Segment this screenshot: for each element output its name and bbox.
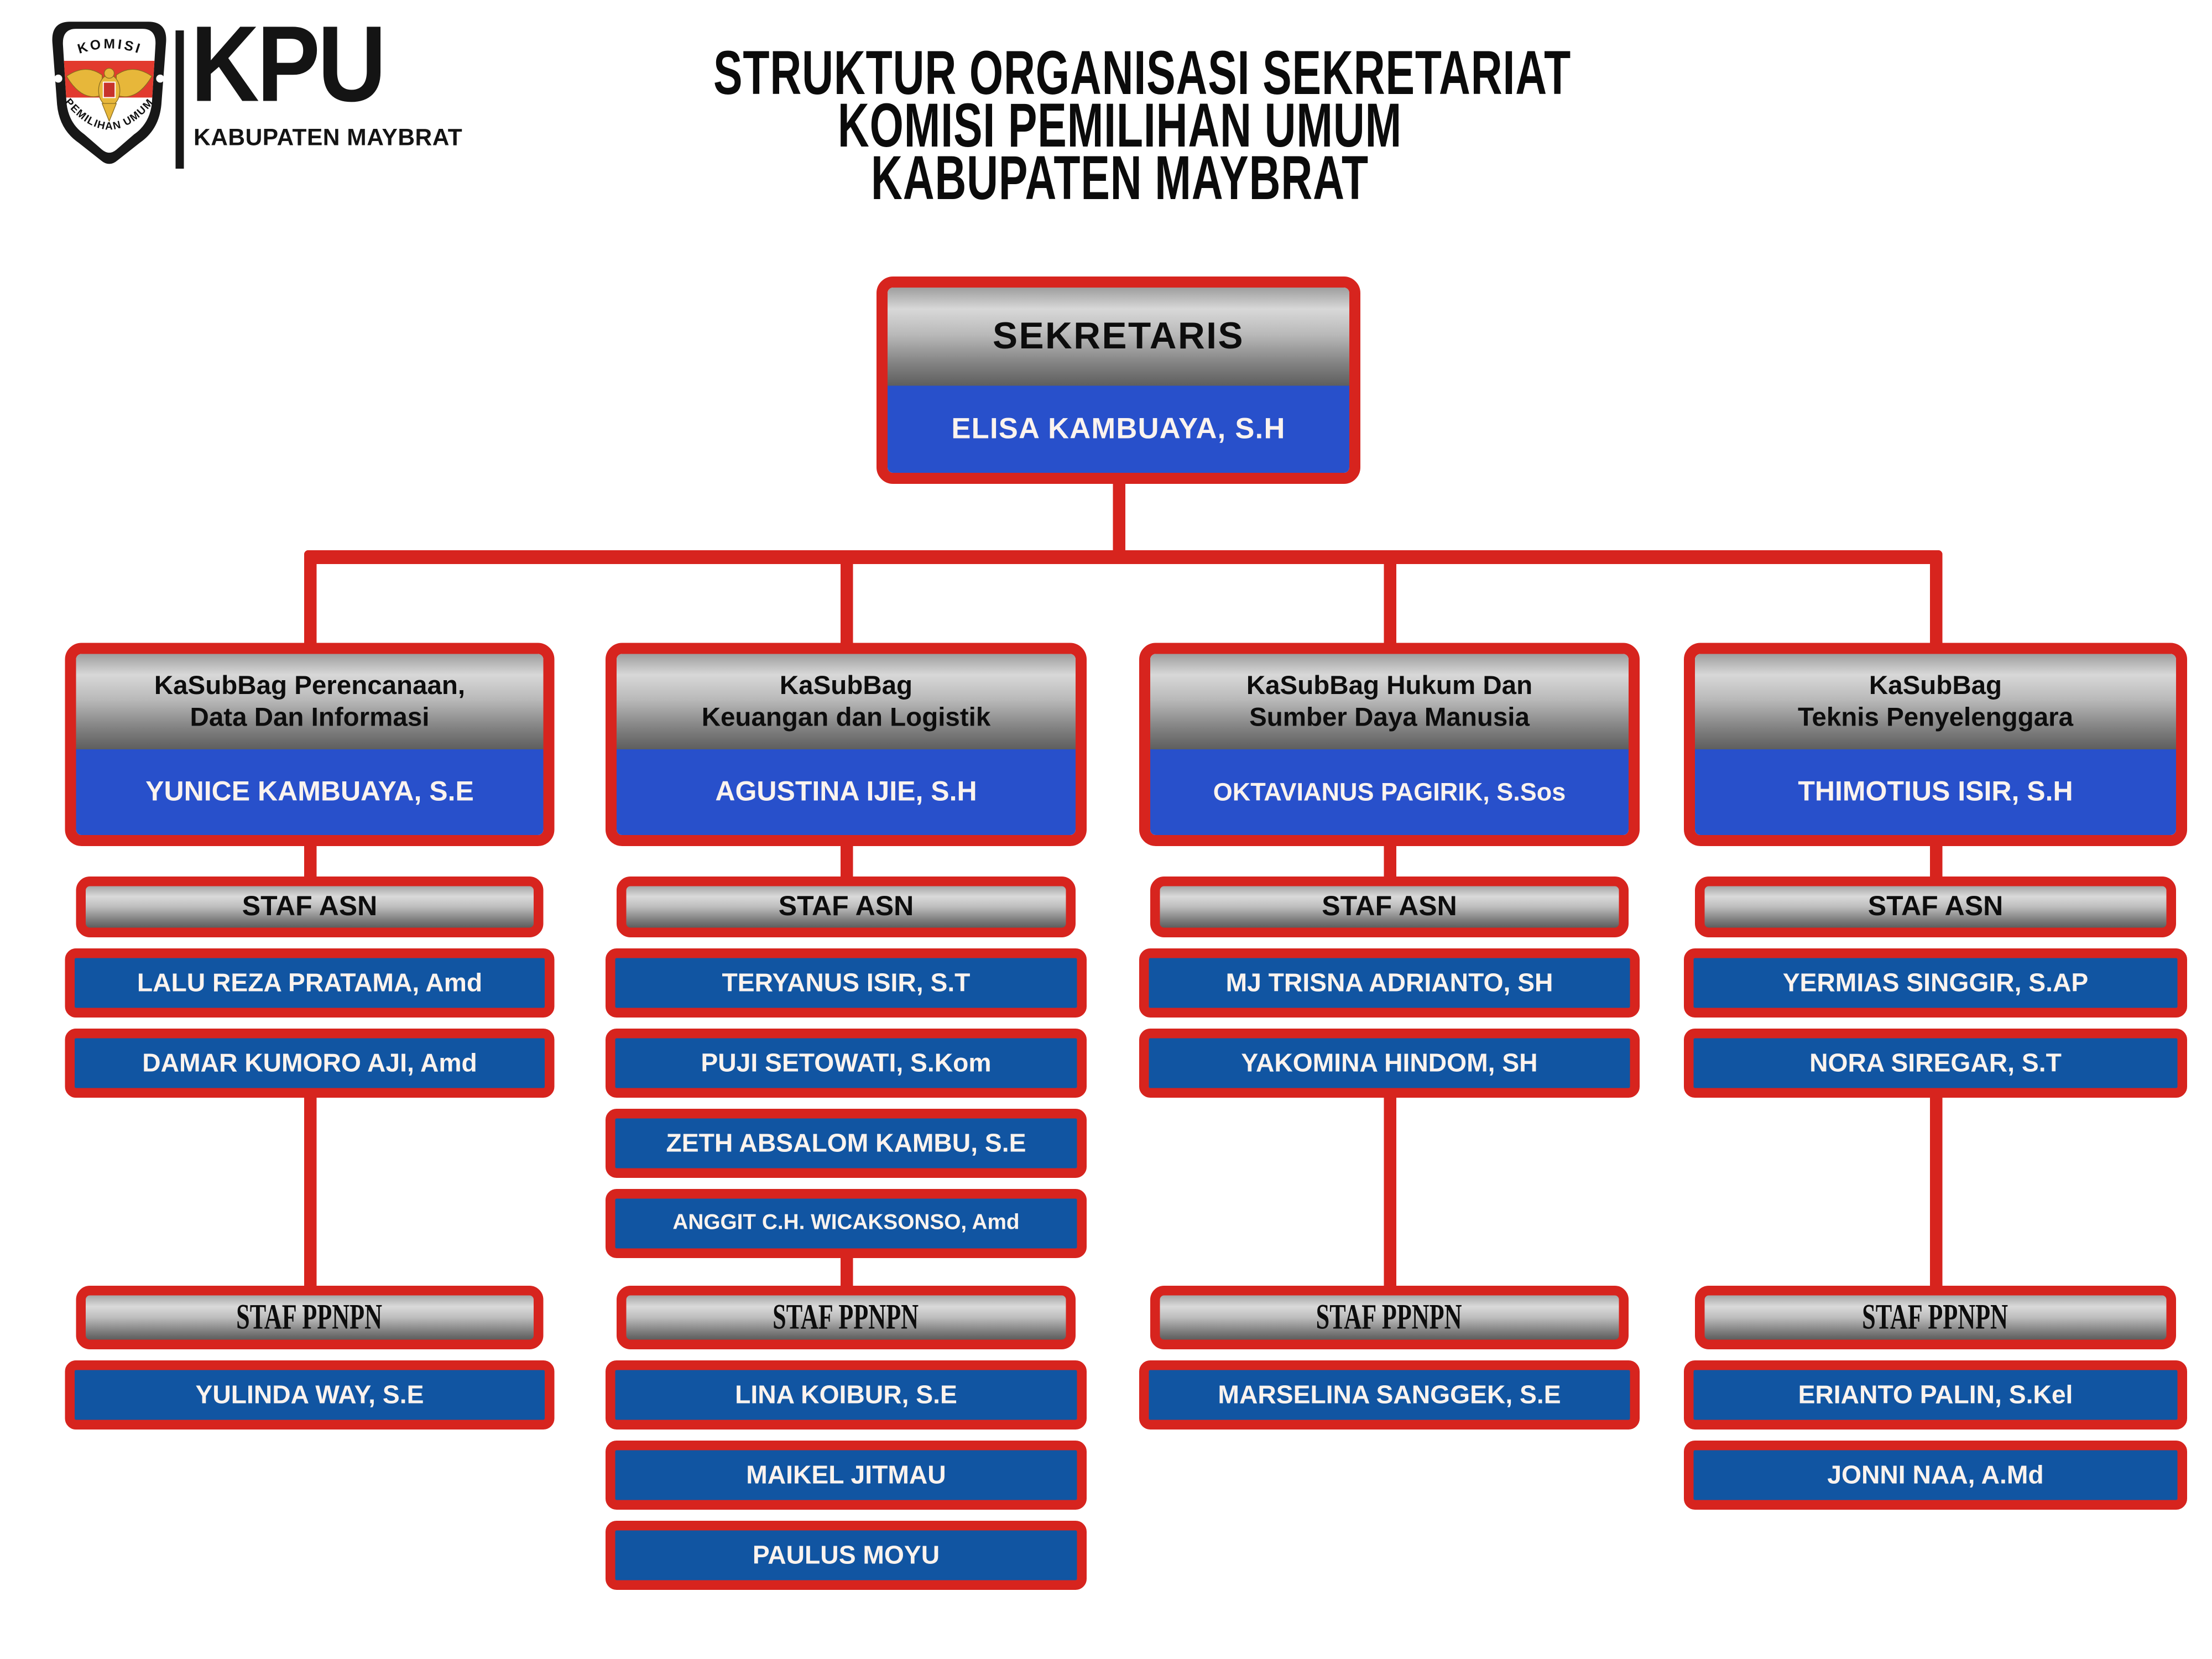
page-title-line-1: STRUKTUR ORGANISASI SEKRETARIAT — [713, 37, 1572, 108]
staff-name: ZETH ABSALOM KAMBU, S.E — [666, 1128, 1026, 1157]
sekretaris-box: SEKRETARIS ELISA KAMBUAYA, S.H — [877, 276, 1360, 484]
asn-to-ppnpn-line — [1383, 1089, 1396, 1300]
staf-ppnpn-header: STAF PPNPN — [1150, 1286, 1629, 1349]
staf-asn-header: STAF ASN — [617, 877, 1076, 937]
kasubbag-title-line-2: Keuangan dan Logistik — [701, 703, 991, 733]
kasubbag-title-line-2: Data Dan Informasi — [190, 703, 430, 733]
kasubbag-head-name: THIMOTIUS ISIR, S.H — [1695, 750, 2176, 835]
brand-text: KPU — [191, 3, 387, 124]
staff-name: YULINDA WAY, S.E — [195, 1380, 424, 1409]
branch-drop-line — [839, 550, 853, 660]
staf-ppnpn-label: STAF PPNPN — [1863, 1297, 2008, 1337]
kpu-emblem-icon: KOMISI PEMILIHAN UMUM — [52, 22, 166, 164]
staff-row: YAKOMINA HINDOM, SH — [1139, 1029, 1640, 1098]
kasubbag-title-line-1: KaSubBag — [779, 671, 913, 701]
staff-name: JONNI NAA, A.Md — [1827, 1460, 2044, 1489]
staf-asn-label: STAF ASN — [778, 891, 914, 922]
sekretaris-role-label: SEKRETARIS — [888, 288, 1349, 386]
staff-name: DAMAR KUMORO AJI, Amd — [142, 1048, 477, 1077]
brand-subtitle: KABUPATEN MAYBRAT — [194, 124, 463, 151]
staff-name: LINA KOIBUR, S.E — [735, 1380, 957, 1409]
staff-row: MAIKEL JITMAU — [606, 1441, 1087, 1510]
kasubbag-head-name: AGUSTINA IJIE, S.H — [617, 750, 1076, 835]
staf-asn-label: STAF ASN — [1867, 891, 2004, 922]
staf-ppnpn-label: STAF PPNPN — [773, 1297, 919, 1337]
staff-name: PUJI SETOWATI, S.Kom — [701, 1048, 992, 1077]
staff-row: YERMIAS SINGGIR, S.AP — [1684, 948, 2187, 1018]
staff-row: JONNI NAA, A.Md — [1684, 1441, 2187, 1510]
kasubbag-title-line-1: KaSubBag Hukum Dan — [1246, 671, 1533, 701]
staff-row: NORA SIREGAR, S.T — [1684, 1029, 2187, 1098]
staff-row: ERIANTO PALIN, S.Kel — [1684, 1360, 2187, 1430]
staff-row: PUJI SETOWATI, S.Kom — [606, 1029, 1087, 1098]
page-title-line-3: KABUPATEN MAYBRAT — [870, 142, 1369, 213]
page-title-line-2: KOMISI PEMILIHAN UMUM — [837, 90, 1402, 160]
staff-row: LINA KOIBUR, S.E — [606, 1360, 1087, 1430]
staff-row: MJ TRISNA ADRIANTO, SH — [1139, 948, 1640, 1018]
kasubbag-title-line-2: Sumber Daya Manusia — [1249, 703, 1530, 733]
staff-row: LALU REZA PRATAMA, Amd — [65, 948, 555, 1018]
asn-to-ppnpn-line — [1929, 1089, 1942, 1300]
staf-ppnpn-header: STAF PPNPN — [1695, 1286, 2176, 1349]
staf-ppnpn-header: STAF PPNPN — [617, 1286, 1076, 1349]
staf-asn-header: STAF ASN — [76, 877, 544, 937]
kasubbag-title-line-1: KaSubBag Perencanaan, — [154, 671, 466, 701]
asn-to-ppnpn-line — [303, 1089, 316, 1300]
staff-row: ZETH ABSALOM KAMBU, S.E — [606, 1109, 1087, 1178]
staff-row: YULINDA WAY, S.E — [65, 1360, 555, 1430]
kasubbag-title-line-1: KaSubBag — [1869, 671, 2002, 701]
staf-ppnpn-label: STAF PPNPN — [237, 1297, 383, 1337]
kasubbag-head-name: OKTAVIANUS PAGIRIK, S.Sos — [1150, 750, 1629, 835]
staff-name: MJ TRISNA ADRIANTO, SH — [1225, 968, 1553, 997]
horizontal-bar-line — [303, 550, 1942, 564]
staff-name: MARSELINA SANGGEK, S.E — [1218, 1380, 1561, 1409]
staff-name: MAIKEL JITMAU — [746, 1460, 946, 1489]
kasubbag-title: KaSubBag Perencanaan,Data Dan Informasi — [76, 654, 544, 750]
staf-asn-label: STAF ASN — [242, 891, 378, 922]
branch-drop-line — [1929, 550, 1942, 660]
staff-row: TERYANUS ISIR, S.T — [606, 948, 1087, 1018]
kasubbag-head-name: YUNICE KAMBUAYA, S.E — [76, 750, 544, 835]
staf-asn-header: STAF ASN — [1150, 877, 1629, 937]
staff-row: DAMAR KUMORO AJI, Amd — [65, 1029, 555, 1098]
staff-name: TERYANUS ISIR, S.T — [722, 968, 971, 997]
staff-name: YAKOMINA HINDOM, SH — [1241, 1048, 1538, 1077]
logo-divider — [175, 30, 184, 169]
page-title: STRUKTUR ORGANISASI SEKRETARIAT KOMISI P… — [539, 37, 1700, 213]
staff-name: NORA SIREGAR, S.T — [1809, 1048, 2062, 1077]
sekretaris-stem-line — [1112, 476, 1125, 556]
staff-name: ERIANTO PALIN, S.Kel — [1798, 1380, 2073, 1409]
staff-row: PAULUS MOYU — [606, 1521, 1087, 1590]
staf-ppnpn-header: STAF PPNPN — [76, 1286, 544, 1349]
kasubbag-title-line-2: Teknis Penyelenggara — [1797, 703, 2074, 733]
branch-drop-line — [1383, 550, 1396, 660]
staff-row: ANGGIT C.H. WICAKSONSO, Amd — [606, 1189, 1087, 1258]
staff-name: PAULUS MOYU — [752, 1540, 940, 1569]
staff-row: MARSELINA SANGGEK, S.E — [1139, 1360, 1640, 1430]
staff-name: LALU REZA PRATAMA, Amd — [137, 968, 483, 997]
staf-ppnpn-label: STAF PPNPN — [1316, 1297, 1463, 1337]
staff-name: YERMIAS SINGGIR, S.AP — [1782, 968, 2089, 997]
staf-asn-header: STAF ASN — [1695, 877, 2176, 937]
staf-asn-label: STAF ASN — [1322, 891, 1457, 922]
sekretaris-name: ELISA KAMBUAYA, S.H — [888, 385, 1349, 473]
branch-drop-line — [303, 550, 316, 660]
staff-name: ANGGIT C.H. WICAKSONSO, Amd — [672, 1211, 1020, 1235]
